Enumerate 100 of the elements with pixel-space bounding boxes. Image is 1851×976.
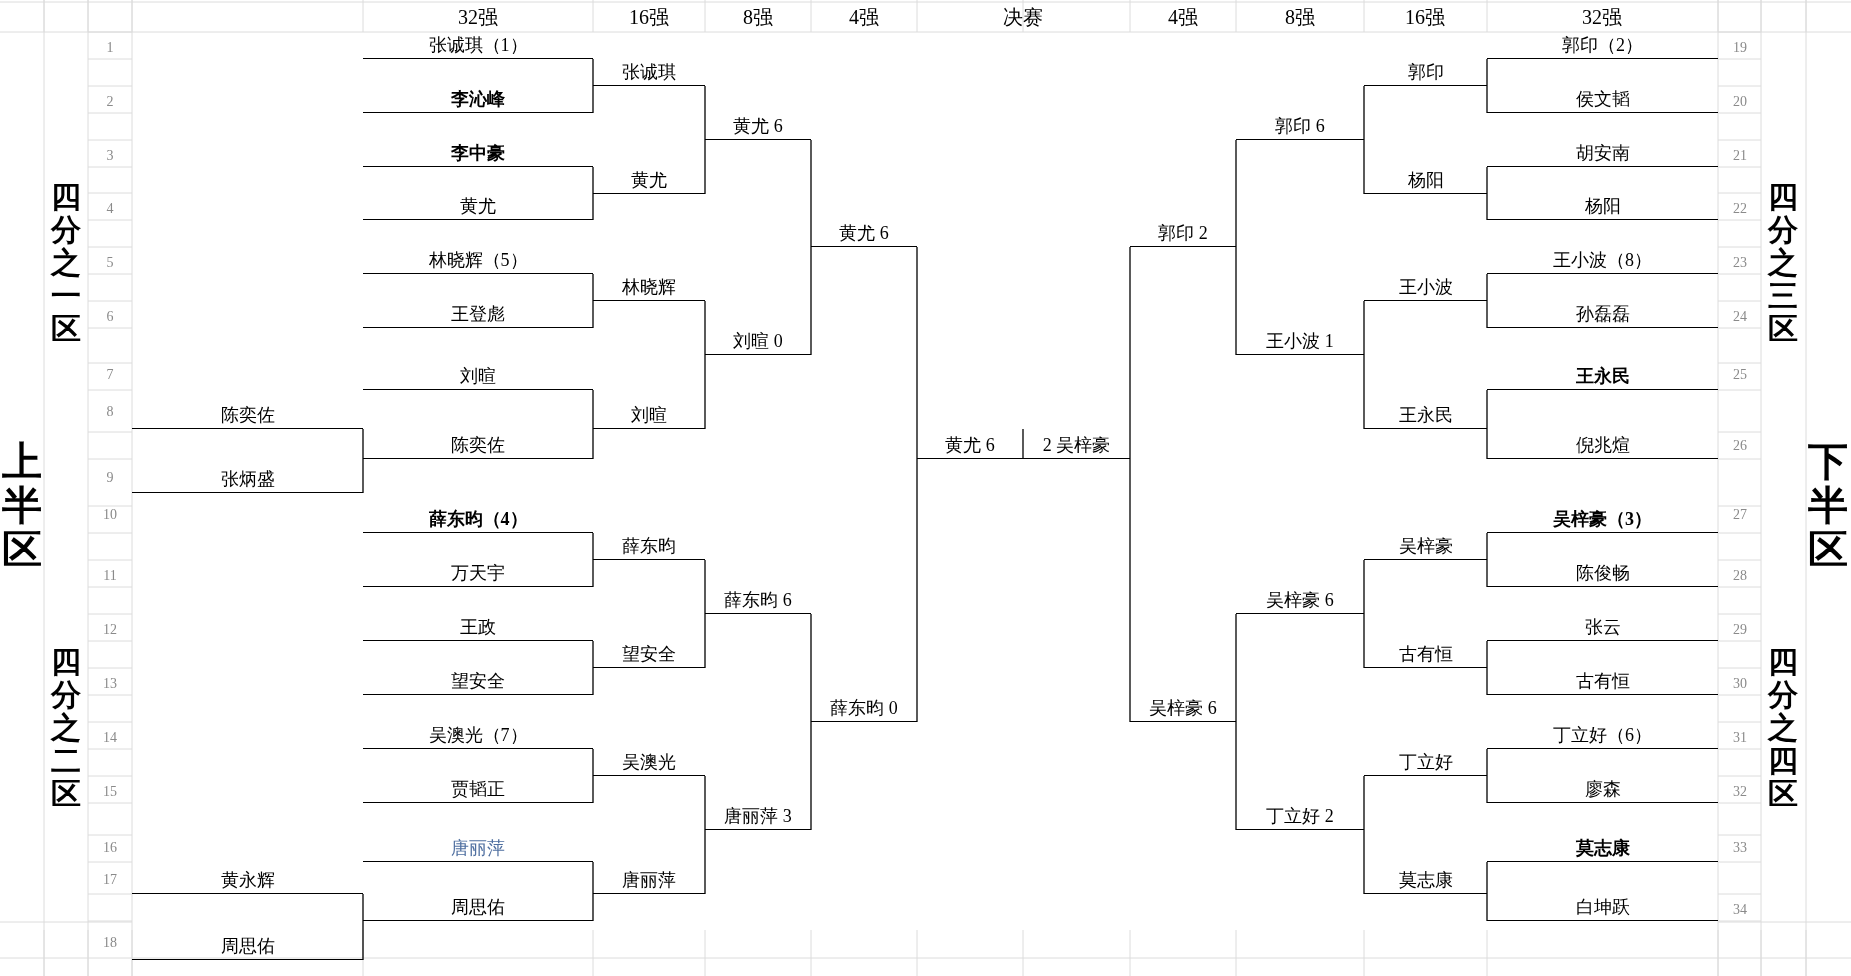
bracket-line [592, 300, 594, 329]
player-name: 薛东昀 0 [811, 696, 917, 722]
player-name: 吴梓豪 6 [1236, 588, 1364, 614]
bracket-line [592, 640, 594, 669]
bracket-line [704, 139, 706, 195]
bracket-line [1486, 273, 1488, 302]
player-name: 黄永辉 [132, 868, 363, 894]
bracket-line [592, 559, 594, 588]
bracket-line [592, 893, 594, 922]
column-header: 16强 [629, 4, 669, 30]
row-number: 20 [1733, 94, 1747, 110]
section-label: 四分之二区 [51, 644, 81, 810]
player-name: 张云 [1487, 615, 1718, 641]
player-name: 郭印 6 [1236, 114, 1364, 140]
bracket-line [704, 775, 706, 831]
column-header: 决赛 [1003, 4, 1043, 30]
player-name: 廖森 [1487, 777, 1718, 803]
player-name: 黄尤 6 [811, 221, 917, 247]
player-name: 杨阳 [1487, 194, 1718, 220]
bracket-line [704, 829, 706, 895]
player-name: 王小波 1 [1236, 329, 1364, 355]
bracket-line [362, 428, 364, 460]
player-name: 侯文韬 [1487, 87, 1718, 113]
player-name: 王政 [363, 615, 593, 641]
bracket-line [1486, 775, 1488, 804]
bracket-line [1363, 613, 1365, 669]
bracket-line [1486, 300, 1488, 329]
player-name: 王小波 [1364, 275, 1487, 301]
bracket-line [810, 246, 812, 356]
column-header: 32强 [1582, 4, 1622, 30]
bracket-line [1486, 389, 1488, 430]
bracket-line [1486, 428, 1488, 460]
player-name: 丁立好（6） [1487, 723, 1718, 749]
bracket-line [592, 389, 594, 430]
player-name: 唐丽萍 3 [705, 804, 811, 830]
bracket-line [704, 85, 706, 141]
row-number: 19 [1733, 40, 1747, 56]
bracket-line [362, 893, 364, 922]
player-name: 黄尤 6 [705, 114, 811, 140]
bracket-line [592, 58, 594, 87]
column-header: 4强 [849, 4, 879, 30]
player-name: 望安全 [363, 669, 593, 695]
bracket-line [916, 246, 918, 460]
player-name: 周思佑 [132, 934, 363, 960]
player-name: 王登彪 [363, 302, 593, 328]
row-number: 10 [103, 507, 117, 523]
section-label: 四分之四区 [1768, 644, 1798, 810]
player-name: 吴澳光（7） [363, 723, 593, 749]
row-number: 16 [103, 840, 117, 856]
bracket-line [592, 166, 594, 195]
row-number: 18 [103, 935, 117, 951]
player-name: 杨阳 [1364, 168, 1487, 194]
player-name: 万天宇 [363, 561, 593, 587]
row-number: 22 [1733, 201, 1747, 217]
row-number: 12 [103, 622, 117, 638]
row-number: 27 [1733, 507, 1747, 523]
row-number: 17 [103, 872, 117, 888]
row-number: 9 [106, 470, 114, 486]
player-name: 唐丽萍 [363, 836, 593, 862]
row-number: 29 [1733, 622, 1747, 638]
bracket-line [592, 193, 594, 221]
row-number: 30 [1733, 676, 1747, 692]
bracket-line [362, 920, 364, 961]
bracket-line [592, 532, 594, 561]
section-label: 四分之三区 [1768, 179, 1798, 345]
row-number: 11 [103, 568, 117, 584]
bracket-line [1235, 613, 1237, 723]
bracket-line [592, 428, 594, 460]
player-name: 刘暄 [363, 364, 593, 390]
bracket-line [1129, 458, 1131, 723]
bracket-line [1235, 721, 1237, 831]
row-number: 7 [106, 367, 114, 383]
player-name: 黄尤 [363, 194, 593, 220]
row-number: 21 [1733, 148, 1747, 164]
player-name: 薛东昀 [593, 534, 705, 560]
bracket-line [1363, 829, 1365, 895]
column-header: 32强 [458, 4, 498, 30]
bracket-line [1486, 667, 1488, 696]
player-name: 王永民 [1487, 364, 1718, 390]
player-name: 郭印（2） [1487, 33, 1718, 59]
column-header: 8强 [743, 4, 773, 30]
player-name: 薛东昀 6 [705, 588, 811, 614]
player-name: 吴梓豪（3） [1487, 507, 1718, 533]
row-number: 5 [106, 255, 114, 271]
player-name: 刘暄 0 [705, 329, 811, 355]
column-header: 8强 [1285, 4, 1315, 30]
player-name: 刘暄 [593, 403, 705, 429]
bracket-line [362, 458, 364, 494]
bracket-line [592, 85, 594, 114]
player-name: 林晓辉 [593, 275, 705, 301]
player-name: 孙磊磊 [1487, 302, 1718, 328]
bracket-line [1486, 748, 1488, 777]
row-number: 24 [1733, 309, 1747, 325]
bracket-line [1363, 300, 1365, 356]
bracket-line [1129, 246, 1131, 460]
row-number: 33 [1733, 840, 1747, 856]
player-name: 丁立好 [1364, 750, 1487, 776]
bracket-line [1486, 58, 1488, 87]
player-name: 唐丽萍 [593, 868, 705, 894]
bracket-line [592, 861, 594, 895]
